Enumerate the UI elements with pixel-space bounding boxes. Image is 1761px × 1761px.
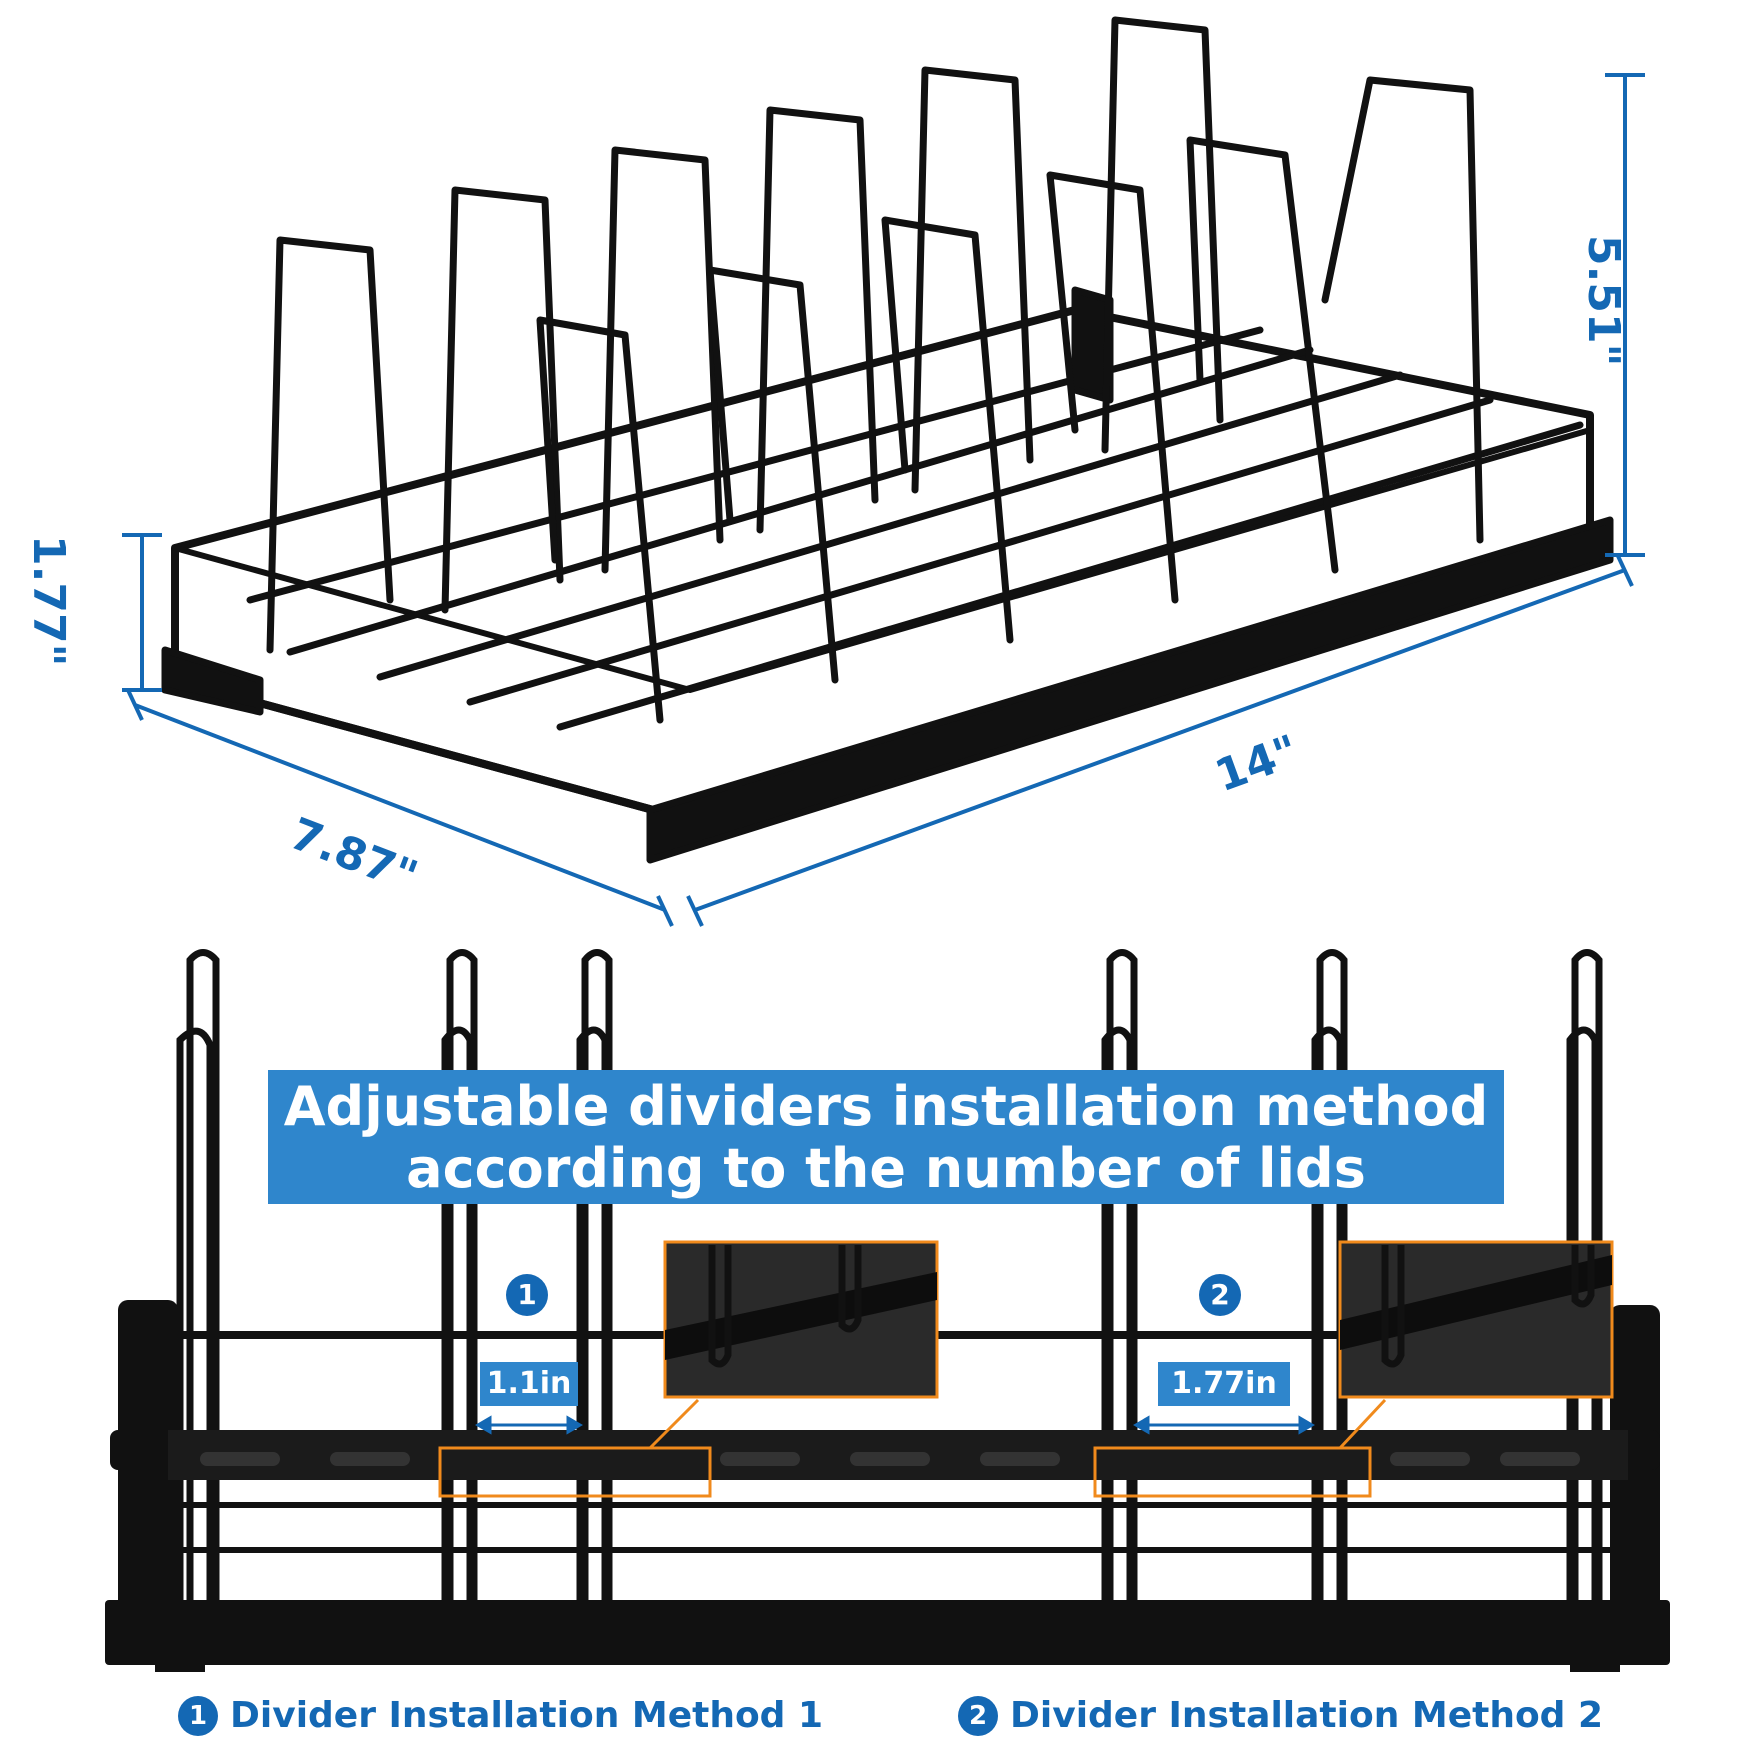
rack-top-view: [161, 16, 1614, 864]
base-height-label: 1.77": [23, 535, 74, 667]
method-2-marker: 2: [1199, 1274, 1241, 1316]
method-1-gap-label: 1.1in: [480, 1362, 578, 1406]
method-1-caption: 1 Divider Installation Method 1: [178, 1696, 823, 1736]
method-1-marker: 1: [506, 1274, 548, 1316]
method-2-caption-text: Divider Installation Method 2: [1010, 1695, 1604, 1736]
gap-arrows: [475, 1415, 1315, 1435]
method-2-caption-number: 2: [958, 1696, 998, 1736]
rack-front-view: [147, 949, 1643, 1614]
method-2-gap-label: 1.77in: [1158, 1362, 1290, 1406]
title-line-2: according to the number of lids: [406, 1137, 1366, 1200]
callout-1: [438, 1240, 939, 1498]
method-1-caption-text: Divider Installation Method 1: [230, 1695, 824, 1736]
method-2-caption: 2 Divider Installation Method 2: [958, 1696, 1603, 1736]
method-1-caption-number: 1: [178, 1696, 218, 1736]
title-banner: Adjustable dividers installation method …: [268, 1070, 1504, 1204]
height-label: 5.51": [1578, 235, 1629, 367]
callout-2: [1093, 1240, 1614, 1498]
rack-front-frame: [105, 1300, 1670, 1672]
title-line-1: Adjustable dividers installation method: [283, 1075, 1489, 1138]
slot-marks: [200, 1452, 1580, 1466]
dimension-lines: [122, 73, 1645, 927]
